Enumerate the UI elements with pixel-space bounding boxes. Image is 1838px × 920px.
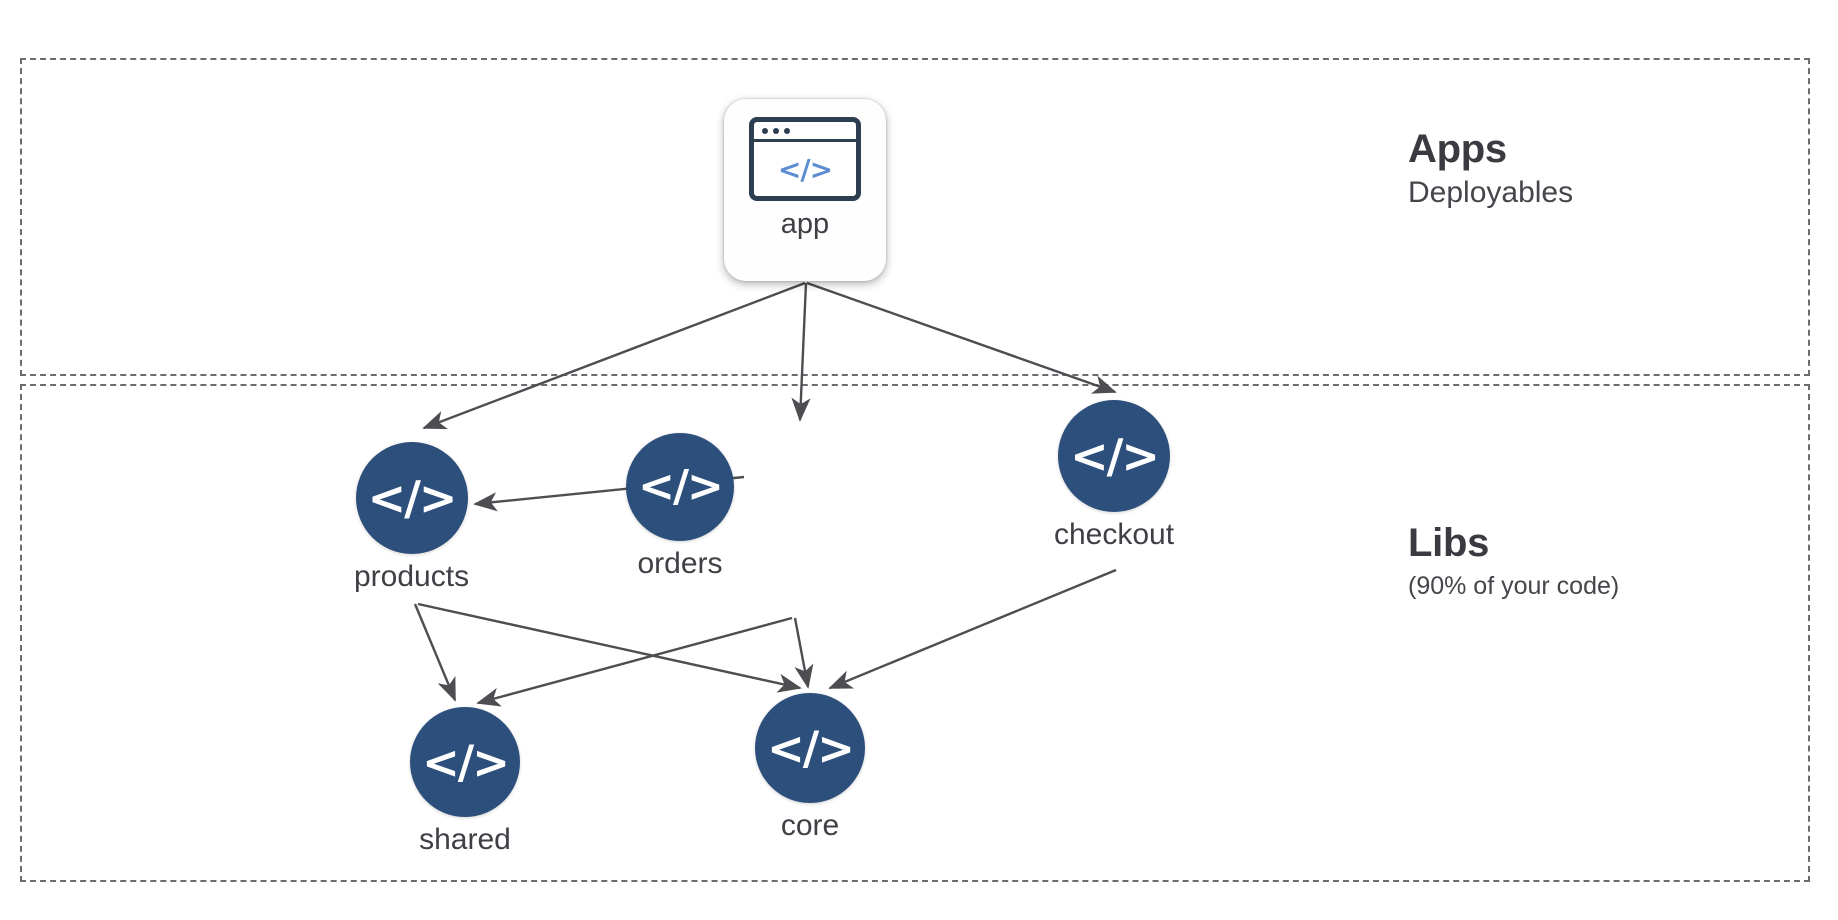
- node-products-label: products: [354, 560, 470, 593]
- zone-libs: [20, 384, 1810, 882]
- zone-libs-subtitle: (90% of your code): [1408, 572, 1620, 601]
- code-icon: </>: [638, 461, 724, 512]
- browser-dot-1: [762, 127, 768, 134]
- browser-titlebar: [754, 122, 856, 142]
- code-icon: </>: [367, 471, 458, 525]
- browser-dot-2: [773, 127, 779, 134]
- node-orders[interactable]: </> orders: [626, 433, 734, 580]
- browser-dot-3: [784, 127, 790, 134]
- node-app-label: app: [780, 208, 830, 240]
- node-checkout[interactable]: </> checkout: [1054, 400, 1174, 551]
- node-shared-label: shared: [419, 823, 511, 856]
- node-orders-label: orders: [637, 547, 723, 580]
- node-core[interactable]: </> core: [755, 693, 865, 842]
- zone-libs-title: Libs: [1408, 521, 1490, 565]
- node-core-circle: </>: [755, 693, 865, 803]
- node-core-label: core: [780, 809, 840, 842]
- code-icon: </>: [422, 735, 510, 789]
- code-icon: </>: [777, 152, 833, 186]
- zone-apps-subtitle: Deployables: [1408, 176, 1574, 210]
- node-orders-circle: </>: [626, 433, 734, 541]
- zone-apps-title: Apps: [1408, 127, 1507, 171]
- zone-apps: [20, 58, 1810, 376]
- zone-libs-caption: Libs (90% of your code): [1408, 522, 1619, 603]
- node-app[interactable]: </> app: [724, 99, 886, 281]
- code-icon: </>: [1070, 429, 1160, 483]
- node-shared[interactable]: </> shared: [410, 707, 520, 856]
- node-products[interactable]: </> products: [354, 442, 469, 593]
- browser-code-icon: </>: [749, 117, 861, 201]
- node-products-circle: </>: [355, 442, 468, 554]
- node-checkout-label: checkout: [1054, 518, 1175, 551]
- node-shared-circle: </>: [410, 707, 520, 817]
- code-icon: </>: [767, 721, 855, 775]
- node-checkout-circle: </>: [1058, 400, 1171, 512]
- zone-apps-caption: Apps Deployables: [1408, 128, 1573, 212]
